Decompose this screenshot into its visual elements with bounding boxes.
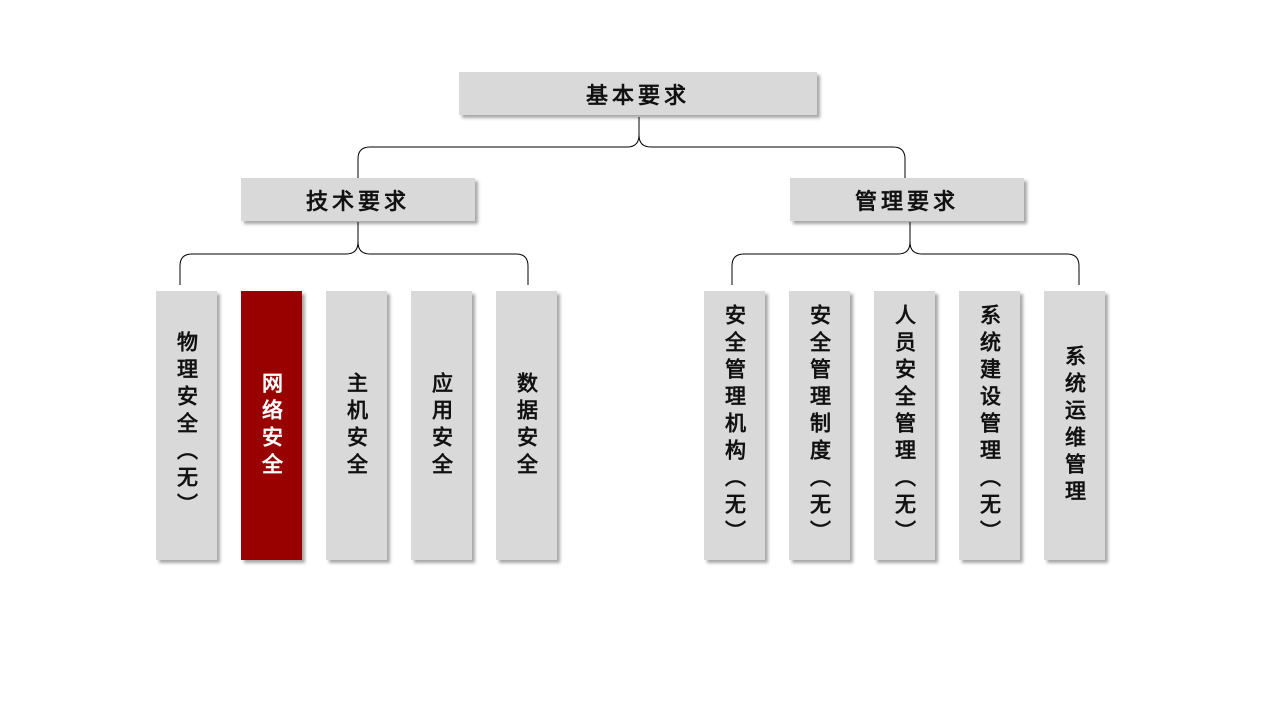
leaf-node-application-security: 应用安全 (411, 291, 472, 560)
leaf-node-label: 数据安全 (514, 371, 540, 480)
root-node-label: 基本要求 (585, 82, 690, 109)
leaf-node-label: 应用安全 (429, 371, 455, 480)
leaf-node-label: 物理安全（无） (174, 331, 200, 520)
leaf-node-label: 系统运维管理 (1062, 344, 1088, 507)
leaf-node-network-security: 网络安全 (241, 291, 302, 560)
leaf-node-personnel-security: 人员安全管理（无） (874, 291, 935, 560)
leaf-node-security-organization: 安全管理机构（无） (704, 291, 765, 560)
leaf-node-system-construction: 系统建设管理（无） (959, 291, 1020, 560)
leaf-node-label: 安全管理制度（无） (807, 304, 833, 547)
branch-node-label: 技术要求 (305, 188, 410, 215)
leaf-node-data-security: 数据安全 (496, 291, 557, 560)
leaf-node-label: 安全管理机构（无） (722, 304, 748, 547)
leaf-node-label: 系统建设管理（无） (977, 304, 1003, 547)
leaf-node-label: 网络安全 (259, 371, 285, 480)
leaf-node-system-operations: 系统运维管理 (1044, 291, 1105, 560)
leaf-node-physical-security: 物理安全（无） (156, 291, 217, 560)
leaf-node-label: 主机安全 (344, 371, 370, 480)
branch-node-label: 管理要求 (854, 188, 959, 215)
leaf-node-label: 人员安全管理（无） (892, 304, 918, 547)
branch-node-technical: 技术要求 (241, 178, 475, 221)
leaf-node-host-security: 主机安全 (326, 291, 387, 560)
root-node-basic-requirements: 基本要求 (459, 72, 817, 115)
branch-node-management: 管理要求 (790, 178, 1024, 221)
leaf-node-security-policy: 安全管理制度（无） (789, 291, 850, 560)
